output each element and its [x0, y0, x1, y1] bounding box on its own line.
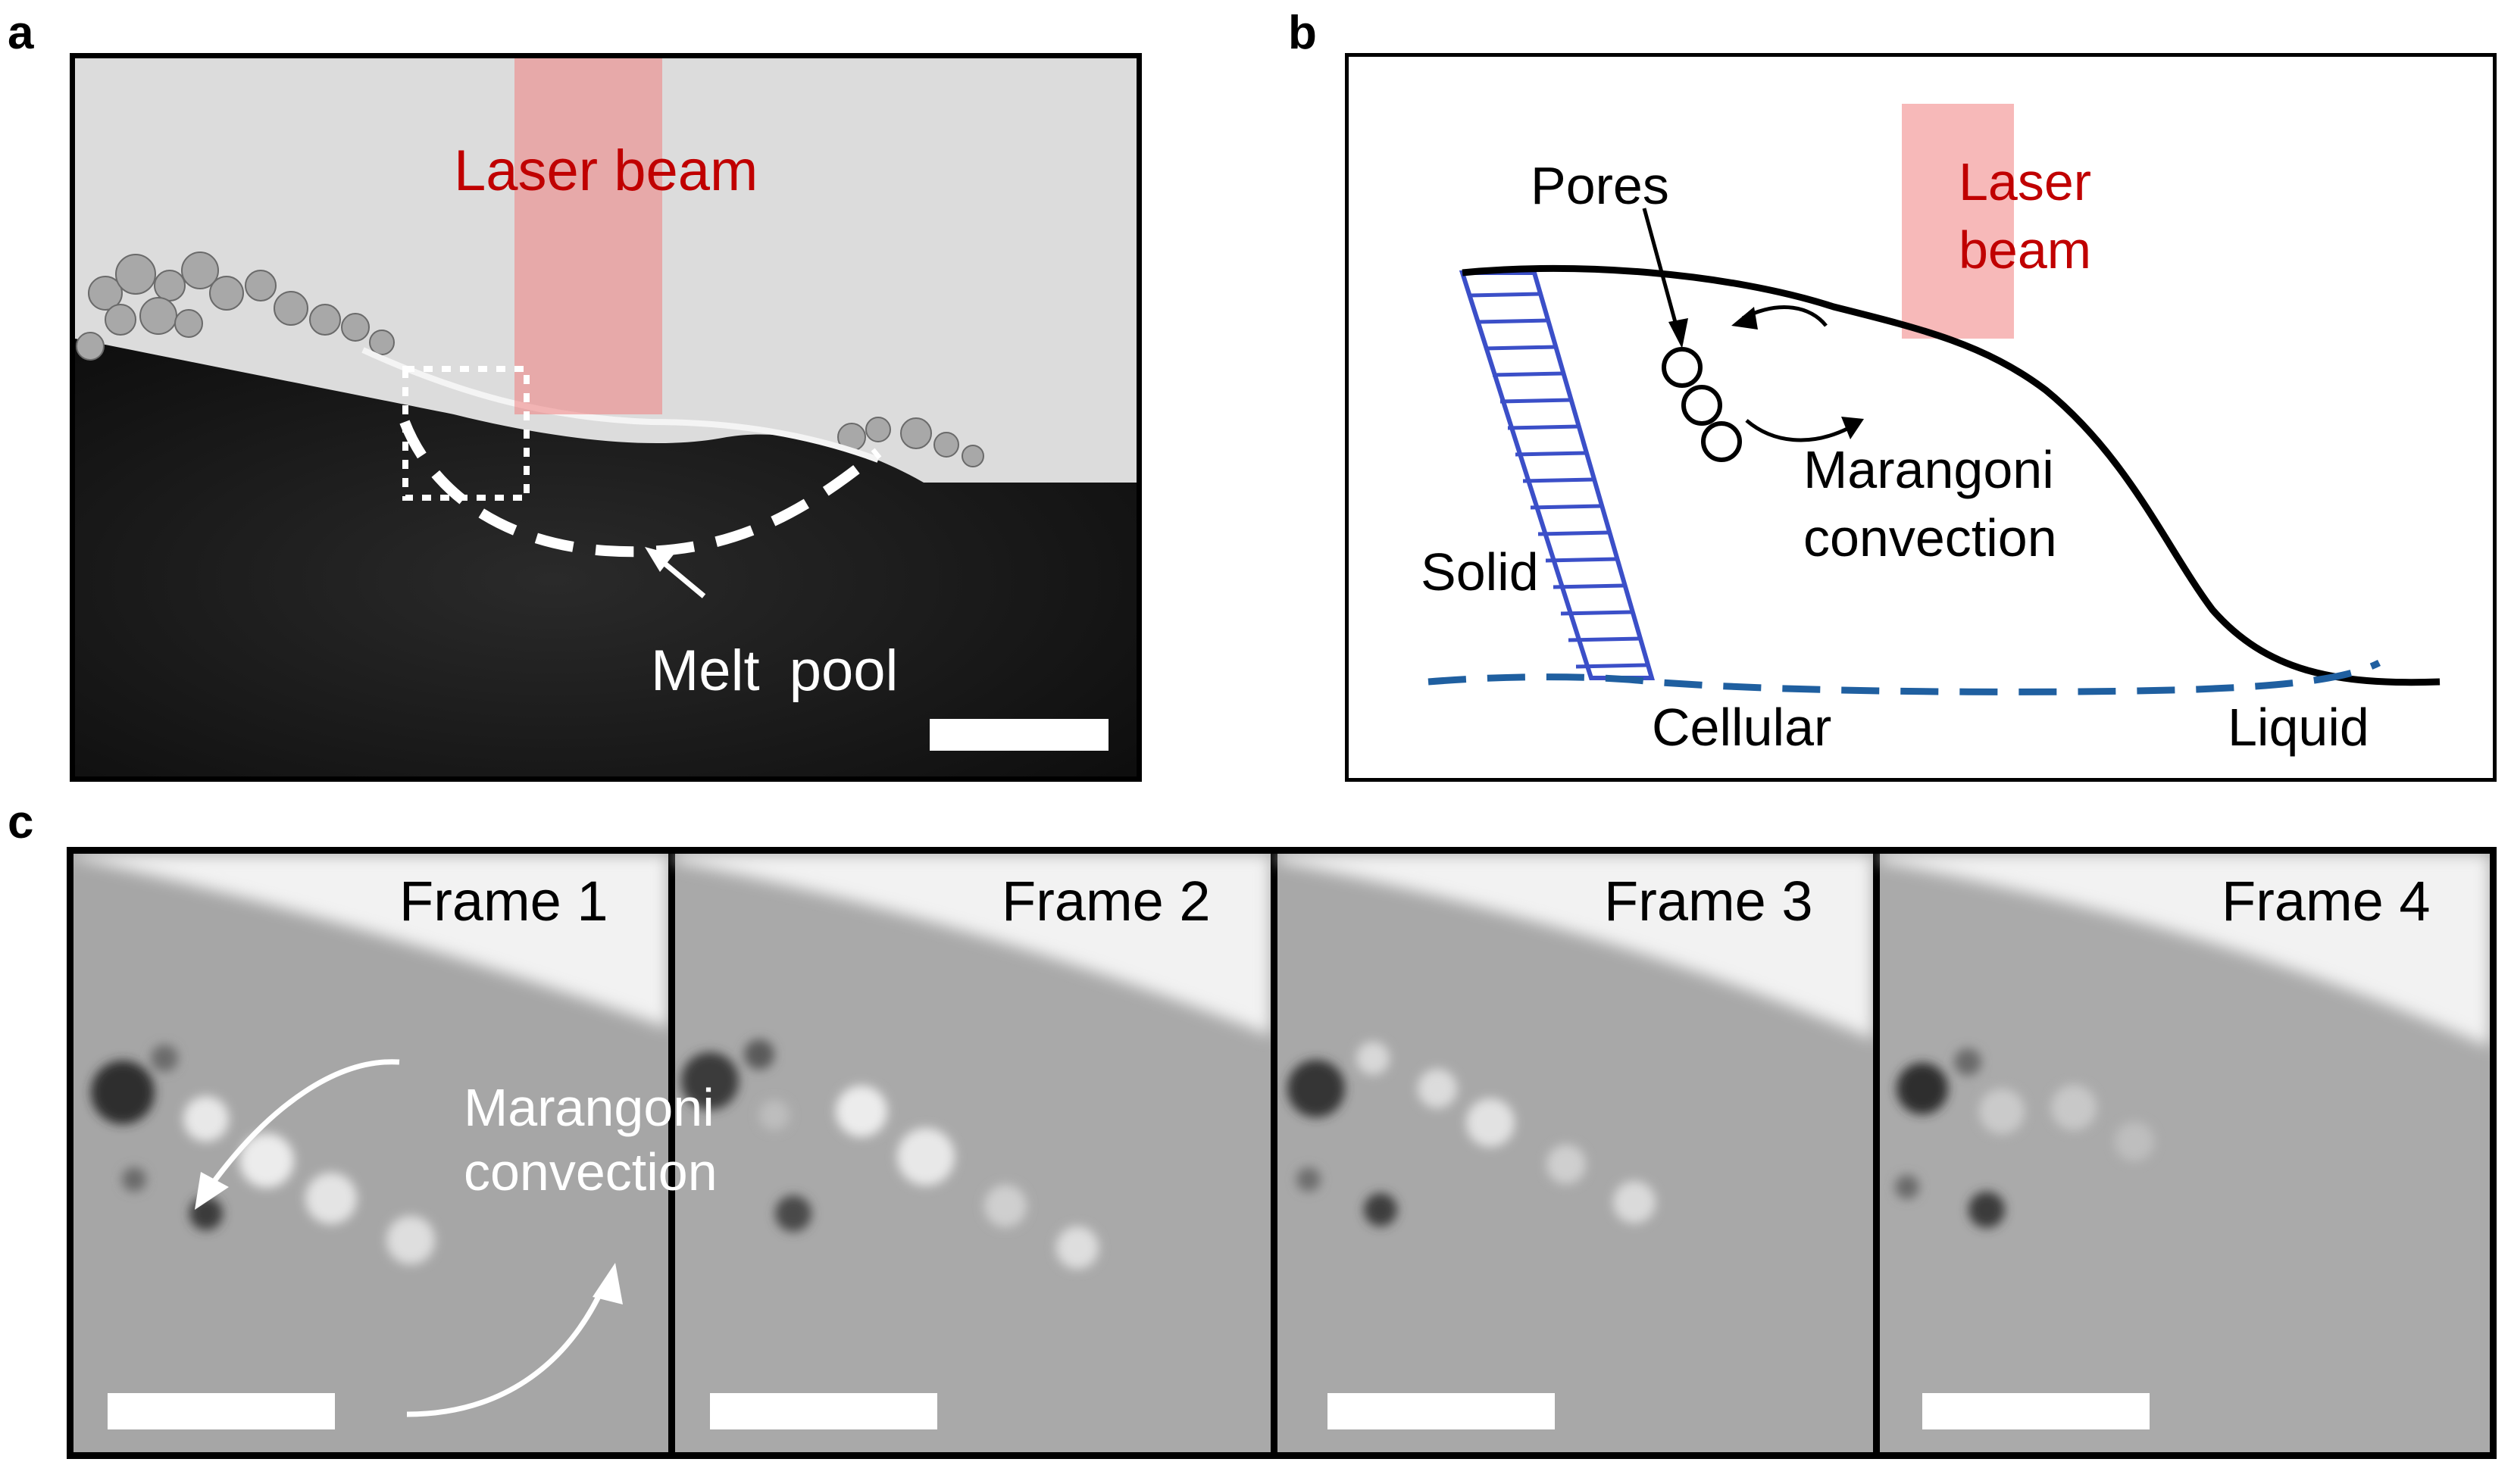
frame-3: [1277, 854, 1873, 1452]
scale-bar-frame-2: [710, 1393, 937, 1429]
marangoni-label-line2: convection: [1803, 508, 2057, 567]
zoom-region-box: [402, 366, 530, 501]
liquid-label: Liquid: [2228, 698, 2369, 757]
scale-bar-frame-4: [1922, 1393, 2150, 1429]
laser-beam-box: [1902, 104, 2014, 339]
marangoni-frame-label-line2: convection: [464, 1142, 718, 1201]
marangoni-label-line1: Marangoni: [1803, 440, 2054, 499]
melt-pool-arrow: [656, 556, 706, 598]
pores-pointer: [1642, 208, 1681, 334]
powder-particles: [76, 251, 984, 467]
panel-a-micrograph: Laser beam Melt pool: [70, 53, 1142, 782]
laser-beam-overlay: [514, 58, 662, 414]
panel-c-frames: Frame 1 Frame 2 Frame 3 Frame 4 Marangon…: [67, 847, 2497, 1459]
pool-bottom-boundary: [1427, 659, 2381, 695]
frame-1-label: Frame 1: [399, 870, 608, 933]
cellular-band: [1459, 270, 1655, 680]
marangoni-frame-label-line1: Marangoni: [464, 1078, 715, 1137]
panel-label-a: a: [8, 7, 34, 59]
marangoni-arrow-right: [406, 1284, 607, 1417]
frame-4-label: Frame 4: [2222, 870, 2431, 933]
hatch-lines: [1469, 292, 1647, 669]
melt-pool-image: [75, 58, 1137, 776]
frame-1: [73, 854, 668, 1452]
panel-label-c: c: [8, 796, 34, 848]
laser-label-line1: Laser: [1959, 152, 2092, 211]
frame-sequence-image: [73, 854, 2490, 1452]
frame-2-label: Frame 2: [1002, 870, 1211, 933]
melt-pool-label: Melt pool: [651, 639, 899, 703]
pores: [1662, 347, 1742, 462]
frame-3-label: Frame 3: [1604, 870, 1813, 933]
marangoni-arrow-left: [208, 1059, 400, 1189]
scale-bar-frame-3: [1327, 1393, 1555, 1429]
scale-bar-frame-1: [108, 1393, 335, 1429]
schematic-diagram: [1427, 104, 2441, 695]
cellular-label: Cellular: [1652, 698, 1832, 757]
melt-pool-boundary: [399, 420, 882, 558]
laser-beam-label: Laser beam: [454, 139, 758, 203]
marangoni-arrow-lower: [1745, 419, 1850, 442]
solid-label: Solid: [1421, 542, 1539, 601]
laser-label-line2: beam: [1959, 220, 2092, 280]
panel-b-schematic: Pores Laser beam Marangoni convection So…: [1345, 53, 2497, 782]
scale-bar-a: [930, 719, 1109, 751]
frame-4: [1880, 854, 2490, 1452]
frame-2: [675, 854, 1271, 1452]
free-surface: [1462, 264, 2441, 686]
panel-label-b: b: [1288, 7, 1317, 59]
pores-label: Pores: [1531, 156, 1669, 215]
